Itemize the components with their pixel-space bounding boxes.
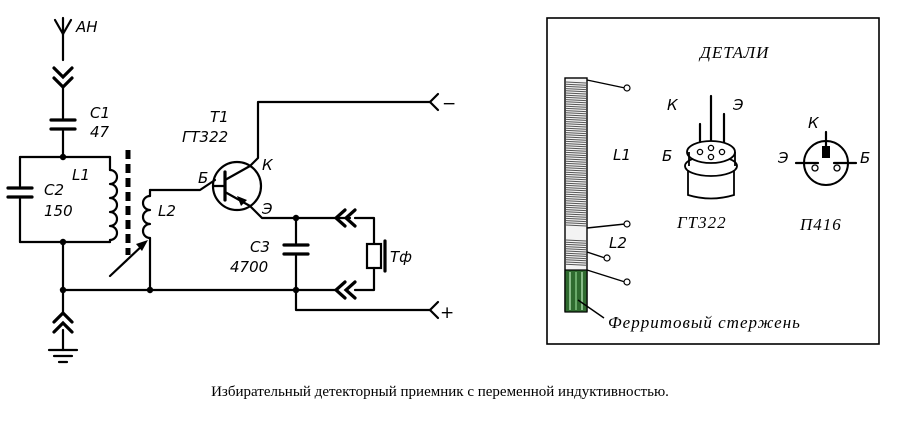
p416-k-label: К (808, 114, 820, 132)
transistor-t1 (211, 160, 263, 212)
lead-l1-top (623, 84, 631, 92)
p416-b-label: Б (860, 149, 870, 167)
lead-l2-top (603, 254, 611, 262)
phones-connector-top (333, 208, 357, 228)
p416-name: П416 (799, 215, 842, 234)
gt322-package (684, 94, 738, 200)
details-l1-label: L1 (613, 146, 631, 164)
antenna-label: АН (75, 18, 98, 36)
ferrite-rod-label: Ферритовый стержень (608, 313, 801, 332)
phones-label: Тф (390, 248, 412, 266)
lead-l1-bottom (623, 220, 631, 228)
gt322-b-label: Б (662, 147, 672, 165)
plus-label: + (440, 303, 454, 323)
gt322-name: ГТ322 (676, 213, 727, 232)
minus-label: − (442, 94, 456, 114)
t1-type: ГТ322 (182, 128, 228, 146)
c3-name: С3 (250, 238, 270, 256)
inductor-l2 (141, 194, 152, 240)
c1-value: 47 (90, 123, 110, 141)
p416-package (794, 130, 858, 186)
lead-l2-bottom (623, 278, 631, 286)
coil-turns (565, 81, 587, 266)
ground-symbol (47, 310, 79, 364)
capacitor-c3 (282, 243, 310, 256)
c1-name: С1 (90, 104, 110, 122)
details-panel: ДЕТАЛИ L1 L2 Ферритовый стержень (546, 17, 880, 345)
phones-connector-bottom (333, 280, 357, 300)
capacitor-c1 (49, 118, 77, 131)
c3-value: 4700 (230, 258, 268, 276)
collector-pin-label: К (262, 156, 274, 174)
p416-e-label: Э (777, 149, 789, 167)
capacitor-c2 (6, 186, 34, 199)
emitter-pin-label: Э (261, 200, 273, 218)
ferrite-rod (564, 77, 588, 313)
details-l2-label: L2 (609, 234, 627, 252)
inductor-l1 (108, 168, 119, 242)
gt322-k-label: К (667, 96, 679, 114)
minus-terminal (428, 92, 440, 112)
gt322-e-label: Э (732, 96, 744, 114)
variable-inductance-arrow (108, 240, 148, 278)
c2-value: 150 (44, 202, 73, 220)
details-title: ДЕТАЛИ (698, 43, 770, 62)
figure-caption: Избирательный детекторный приемник с пер… (211, 384, 669, 400)
l2-label: L2 (158, 202, 176, 220)
c2-name: С2 (44, 181, 64, 199)
antenna-symbol (52, 16, 74, 90)
base-pin-label: Б (198, 169, 208, 187)
t1-name: Т1 (210, 108, 229, 126)
headphones (365, 239, 387, 273)
circuit-schematic: АН С1 47 С2 150 L1 (6, 16, 456, 364)
l1-label: L1 (72, 166, 90, 184)
plus-terminal (428, 300, 440, 320)
